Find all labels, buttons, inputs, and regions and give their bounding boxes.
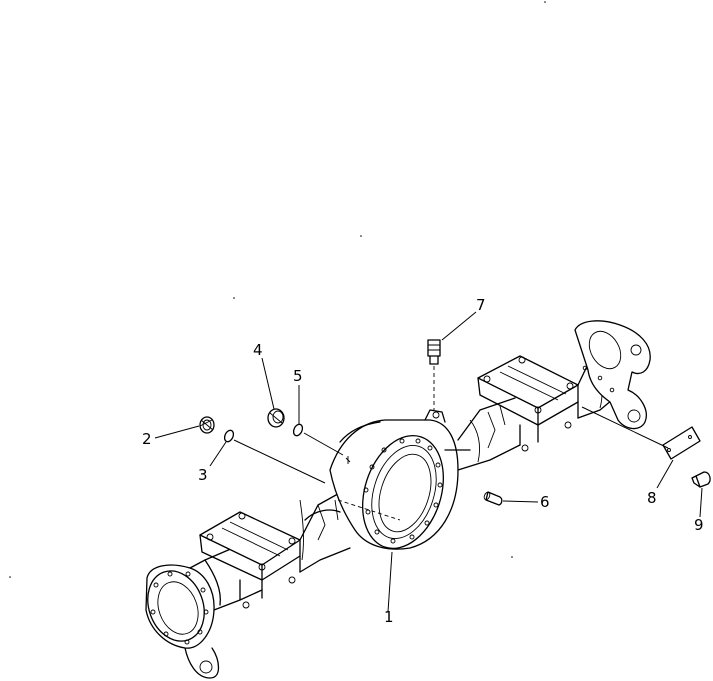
callout-3: 3 [198,466,208,484]
part-5-o-ring [292,423,304,437]
center-housing [329,409,459,550]
right-spring-pad [477,355,579,452]
callout-8: 8 [647,489,657,507]
callout-4: 4 [253,341,263,359]
callout-6: 6 [540,493,550,511]
left-wheel-flange [145,564,220,679]
scan-specks [9,1,546,578]
right-wheel-flange [574,320,651,430]
left-spring-pad [199,511,301,609]
part-2-breather [199,416,215,434]
callout-9: 9 [694,516,704,534]
callout-labels: 1 2 3 4 5 6 7 8 9 [142,296,704,626]
part-7-plug [427,339,441,410]
part-3-o-ring [223,429,235,443]
axle-housing [145,320,651,679]
callout-5: 5 [293,367,303,385]
part-6-dowel-pin [483,491,503,506]
part-4-plug [267,408,285,428]
part-8-cover-plate [662,426,701,460]
callout-1: 1 [384,608,394,626]
part-9-bolt [691,471,711,488]
callout-2: 2 [142,430,152,448]
leader-lines [154,311,703,613]
callout-7: 7 [476,296,486,314]
